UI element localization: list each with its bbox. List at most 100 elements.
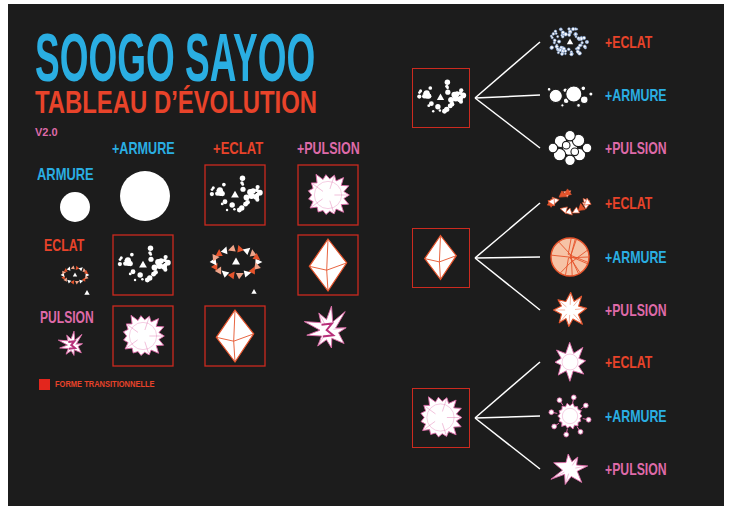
row-header: ARMURE xyxy=(37,166,94,183)
icon-part xyxy=(577,37,580,40)
legend-text: FORME TRANSITIONNELLE xyxy=(55,380,155,389)
plain-sphere-icon xyxy=(60,192,90,222)
icon-part xyxy=(577,104,581,108)
icon-part xyxy=(147,275,152,280)
icon-part xyxy=(216,310,253,362)
icon-part xyxy=(574,33,577,36)
dot-cloud-icon xyxy=(118,246,171,283)
shard-ring-icon xyxy=(61,266,90,285)
icon-part xyxy=(304,306,346,348)
icon-part xyxy=(562,34,564,36)
icon-part xyxy=(244,195,250,201)
icon-part xyxy=(334,195,347,196)
icon-part xyxy=(145,318,149,330)
icon-part xyxy=(550,46,553,49)
icon-part xyxy=(556,48,558,50)
icon-part xyxy=(139,261,147,268)
icon-part xyxy=(84,270,88,274)
icon-part xyxy=(424,421,435,429)
icon-part xyxy=(585,40,588,43)
icon-part xyxy=(442,400,446,412)
icon-part xyxy=(217,190,223,196)
icon-part xyxy=(330,201,334,212)
icon-part xyxy=(581,86,586,91)
icon-part xyxy=(583,403,588,408)
transition-frame xyxy=(205,165,265,225)
icon-part xyxy=(575,36,577,38)
knobbed-ball-icon xyxy=(549,395,591,437)
icon-part xyxy=(560,314,567,322)
evolution-branch xyxy=(475,203,540,258)
legend-entry: FORME TRANSITIONNELLE xyxy=(39,379,175,390)
icon-part xyxy=(75,343,81,345)
evolution-node: +ARMURE xyxy=(541,237,690,277)
icon-part xyxy=(216,249,223,256)
version-label-block: V2.0 xyxy=(35,122,58,140)
icon-part xyxy=(130,253,134,257)
icon-part xyxy=(450,102,455,107)
icon-part xyxy=(576,28,578,30)
icon-part xyxy=(137,272,142,277)
icon-part xyxy=(312,199,323,207)
icon-part xyxy=(425,236,457,280)
icon-part xyxy=(547,87,551,91)
icon-part xyxy=(308,174,349,214)
icon-part xyxy=(236,273,244,279)
icon-part xyxy=(419,89,422,92)
icon-part xyxy=(549,410,554,415)
icon-part xyxy=(421,397,462,437)
row-header-block: ECLAT xyxy=(44,237,99,255)
evolution-node: +ARMURE xyxy=(541,396,690,436)
icon-part xyxy=(426,407,436,414)
subtitle-block: TABLEAU D’ÉVOLUTION xyxy=(35,86,413,118)
icon-part xyxy=(559,301,566,307)
evolution-node: +ECLAT xyxy=(541,183,670,223)
icon-part xyxy=(561,35,564,38)
icon-part xyxy=(549,89,562,102)
evolution-label: +ECLAT xyxy=(605,195,652,212)
spiky-ball-icon xyxy=(308,174,349,214)
base-form-box xyxy=(412,68,470,128)
icon-part xyxy=(120,171,170,221)
icon-part xyxy=(128,325,138,332)
version-label: V2.0 xyxy=(35,127,58,138)
transition-frame xyxy=(113,306,173,366)
column-header-block: +PULSION xyxy=(297,140,383,158)
icon-part xyxy=(552,33,555,36)
icon-part xyxy=(240,176,245,181)
evolution-label: +ECLAT xyxy=(605,34,652,51)
transition-frames xyxy=(113,165,358,366)
icon-part xyxy=(148,251,151,254)
icon-part xyxy=(120,256,123,259)
icon-part xyxy=(445,80,450,85)
pearl-cloud-icon xyxy=(547,86,593,107)
icon-part xyxy=(459,88,463,92)
evolution-branch xyxy=(475,98,540,148)
icon-part xyxy=(589,92,593,96)
loose-shard xyxy=(84,289,256,295)
icon-part xyxy=(447,417,460,418)
icon-part xyxy=(73,273,77,277)
form-illustration xyxy=(541,449,599,489)
row-header-block: ARMURE xyxy=(37,166,112,184)
icon-part xyxy=(417,94,421,98)
base-form-box xyxy=(412,388,470,448)
row-header-block: PULSION xyxy=(40,309,116,327)
icon-part xyxy=(556,48,559,51)
icon-part xyxy=(439,109,442,112)
title-block: SOOGO SAYOO xyxy=(35,23,550,91)
icon-part xyxy=(148,257,153,262)
dot-cloud-icon xyxy=(417,80,466,114)
icon-part xyxy=(60,192,90,222)
form-illustration xyxy=(413,389,469,447)
icon-part xyxy=(148,246,153,251)
row-header: PULSION xyxy=(40,309,94,326)
icon-part xyxy=(444,107,449,112)
icon-part xyxy=(131,269,136,274)
icon-part xyxy=(442,423,446,434)
icon-part xyxy=(127,340,138,348)
icon-part xyxy=(435,104,440,109)
icon-part xyxy=(578,39,580,41)
